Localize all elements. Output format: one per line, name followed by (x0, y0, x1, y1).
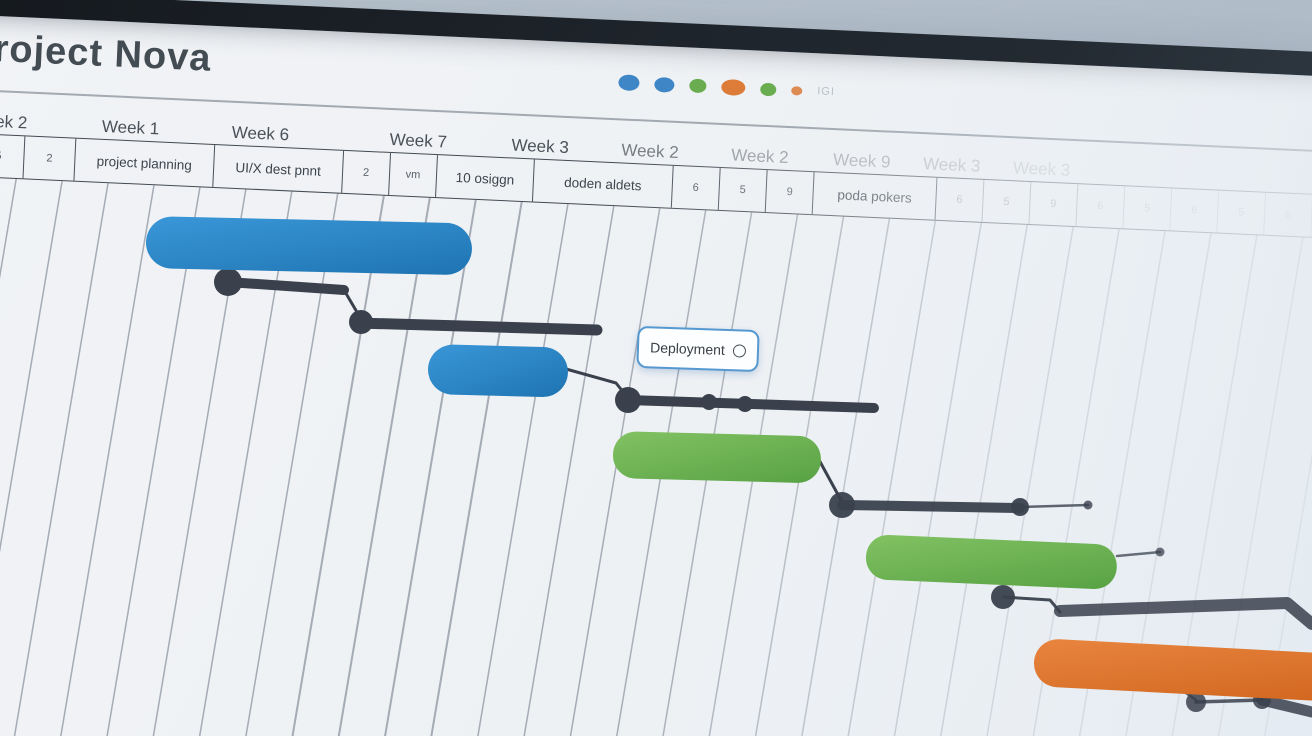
task-header-cell-11: 5 (718, 167, 768, 213)
status-dot-orange-1 (720, 78, 746, 96)
status-row-label: IGI (816, 85, 836, 99)
task-header-cell-3: 2 (23, 136, 77, 181)
task-header-cell-15: 5 (982, 179, 1032, 225)
task-header-cell-20: 5 (1217, 190, 1267, 235)
task-header-cell-18: 5 (1123, 186, 1173, 231)
week-header-9: Week 3 (922, 154, 981, 176)
deployment-tooltip[interactable]: Deployment (636, 325, 760, 373)
task-header-cell-10: 6 (671, 165, 721, 210)
task-header-cell-14: 6 (935, 177, 985, 222)
task-header-cell-12: 9 (765, 170, 815, 215)
status-dot-blue-1 (618, 74, 640, 92)
task-header-cell-19: 6 (1170, 188, 1220, 233)
page-title: Project Nova (0, 26, 213, 80)
task-header-cell-7: vm (389, 152, 438, 198)
week-header-8: Week 9 (832, 150, 891, 172)
task-header-cell-16: 9 (1029, 182, 1079, 227)
status-dot-green-2 (760, 82, 777, 96)
status-dot-blue-2 (654, 76, 675, 93)
task-header-cell-6: 2 (342, 150, 392, 195)
status-dot-orange-2 (791, 85, 803, 96)
week-header-1: Week 2 (0, 110, 28, 133)
week-header-7: Week 2 (730, 145, 789, 168)
task-header-cell-2: 5 (0, 134, 26, 179)
gantt-gridlines (0, 174, 1312, 736)
task-header-cell-9: doden aldets (532, 159, 674, 208)
deployment-tooltip-label: Deployment (649, 339, 726, 358)
task-header-cell-21: 6 (1264, 192, 1312, 237)
task-header-cell-4: project planning (74, 138, 216, 187)
status-dot-green-1 (689, 78, 707, 94)
task-header-cell-17: 6 (1076, 184, 1126, 229)
circle-icon (732, 343, 747, 358)
status-dot-row: IGI (618, 74, 835, 100)
task-header-cell-8: 10 osiggn (436, 155, 535, 202)
task-header-cell-5: UI/X dest pnnt (213, 145, 345, 193)
task-header-cell-13: poda pokers (812, 172, 938, 220)
week-header-10: Week 3 (1012, 158, 1071, 180)
